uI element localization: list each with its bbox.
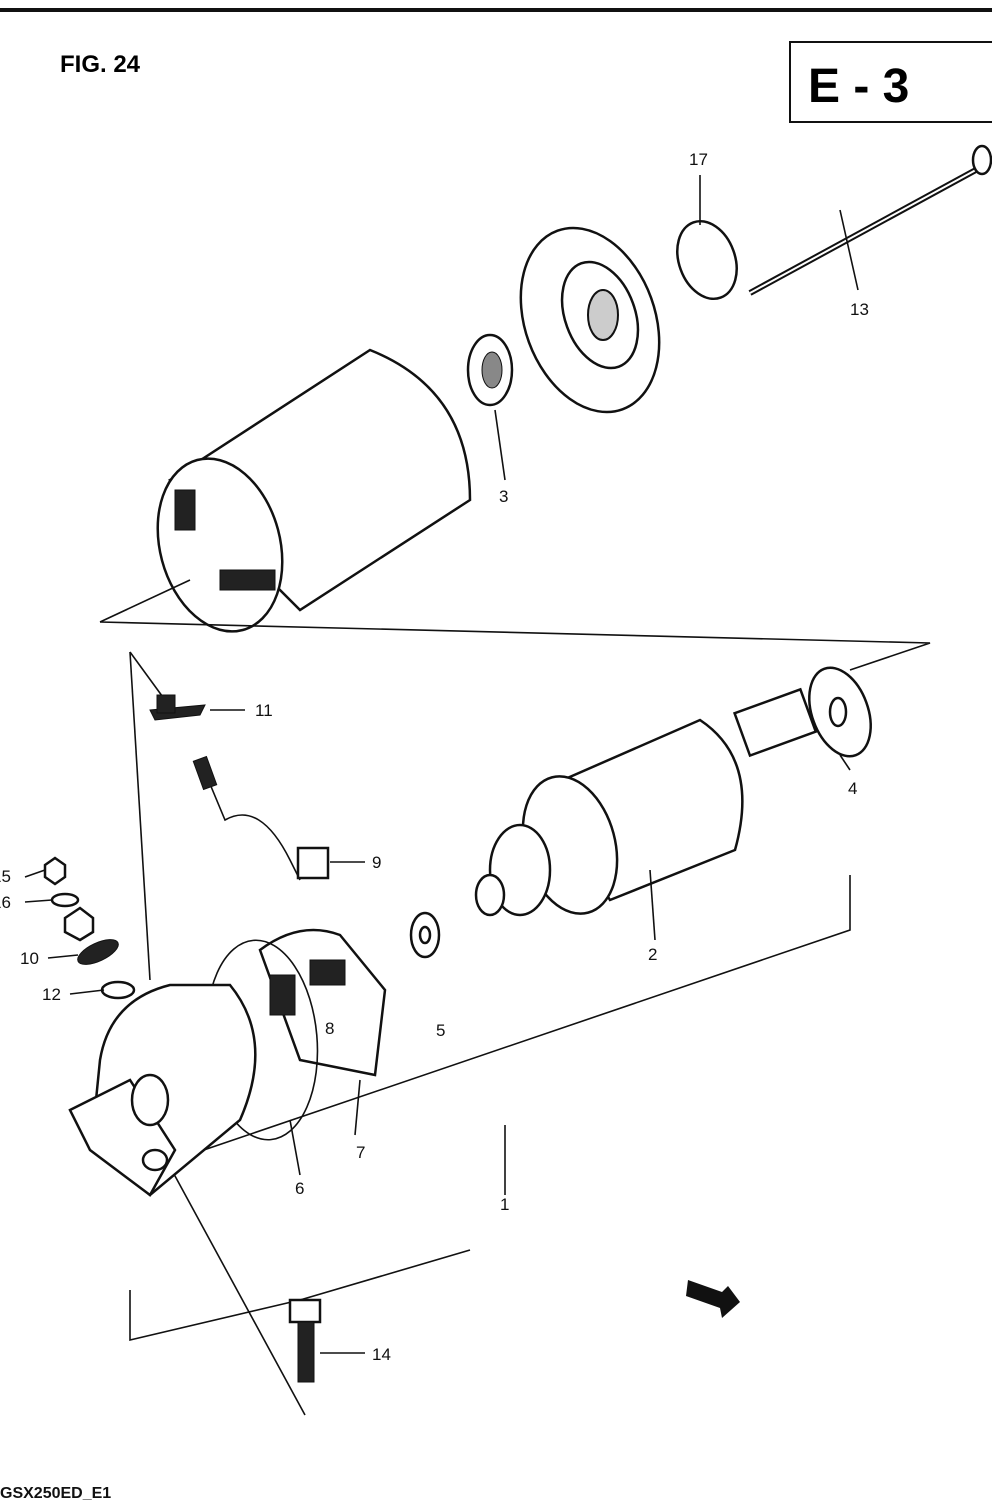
front-arrow-icon — [686, 1280, 740, 1318]
model-code: GSX250ED_E1 — [0, 1485, 111, 1500]
section-code: E - 3 — [808, 60, 909, 113]
o-ring-17[interactable] — [667, 213, 747, 307]
end-cover[interactable] — [68, 983, 257, 1197]
washer-5[interactable] — [409, 911, 441, 959]
callout-10: 10 — [20, 949, 39, 968]
end-housing[interactable] — [496, 208, 683, 431]
callout-14: 14 — [372, 1345, 391, 1364]
callout-17: 17 — [689, 150, 708, 169]
brush-holder-7[interactable] — [258, 928, 387, 1077]
washer-16[interactable] — [50, 892, 80, 908]
leader-lines — [24, 175, 859, 1354]
callout-12: 12 — [42, 985, 61, 1004]
washer-4[interactable] — [798, 659, 882, 765]
callout-2: 2 — [648, 945, 657, 964]
callout-5: 5 — [436, 1021, 445, 1040]
callout-13: 13 — [850, 300, 869, 319]
top-border — [0, 8, 992, 12]
callout-9: 9 — [372, 853, 381, 872]
callout-3: 3 — [499, 487, 508, 506]
callout-16: 16 — [0, 893, 11, 912]
callout-1: 1 — [500, 1195, 509, 1214]
bolt-14[interactable] — [288, 1298, 322, 1383]
washer-10[interactable] — [74, 935, 121, 970]
callout-7: 7 — [356, 1143, 365, 1162]
oil-seal-3[interactable] — [466, 333, 514, 407]
callout-15: 15 — [0, 867, 11, 886]
through-bolt-13[interactable] — [748, 144, 992, 296]
yoke-housing[interactable] — [139, 348, 472, 646]
figure-label: FIG. 24 — [60, 51, 141, 78]
armature-2[interactable] — [474, 687, 818, 924]
callout-4: 4 — [848, 779, 857, 798]
section-code-box: E - 3 — [789, 41, 992, 123]
callout-6: 6 — [295, 1179, 304, 1198]
o-ring-12[interactable] — [100, 980, 136, 1000]
nut-15[interactable] — [43, 856, 67, 886]
brush-9[interactable] — [192, 755, 330, 881]
terminal-11[interactable] — [149, 694, 206, 721]
callout-11: 11 — [255, 701, 273, 720]
nut[interactable] — [63, 906, 95, 942]
callout-8: 8 — [325, 1019, 334, 1038]
